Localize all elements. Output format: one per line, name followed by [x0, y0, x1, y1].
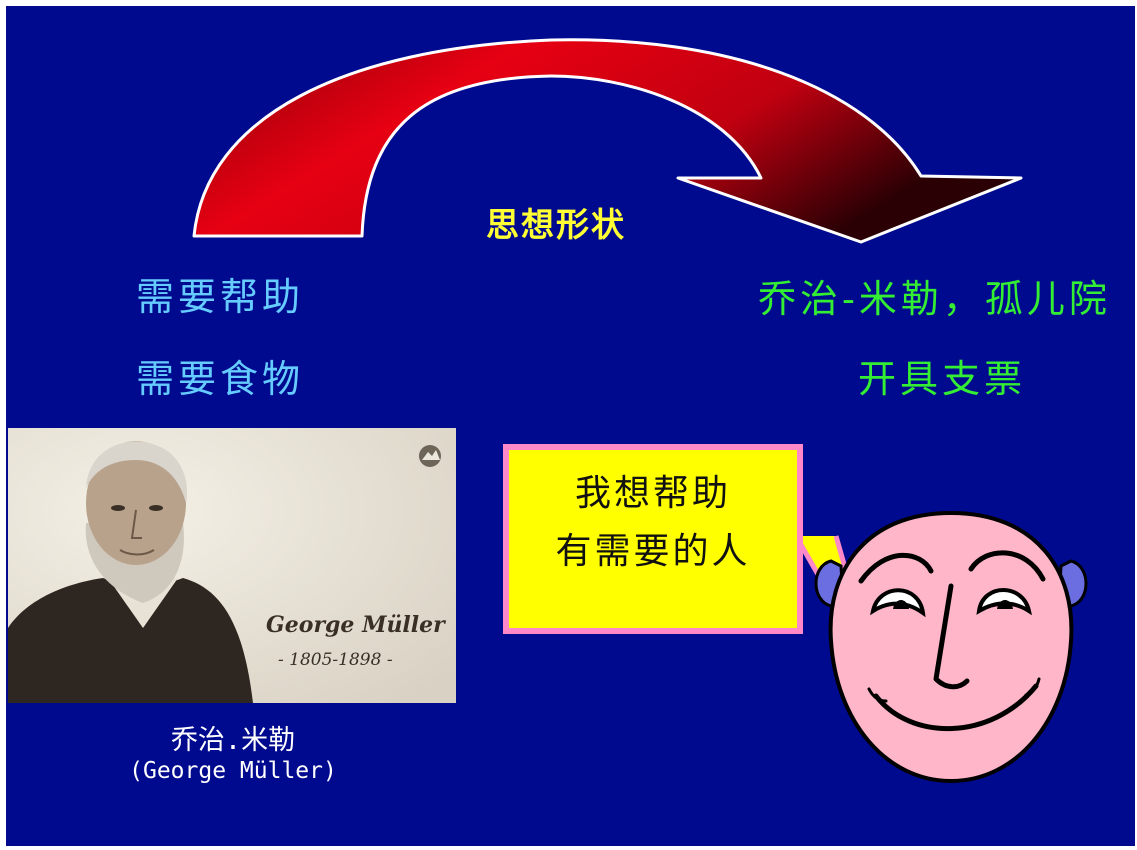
left-text-need-food: 需要食物 [136, 357, 305, 401]
speech-bubble-line1: 我想帮助 [574, 473, 731, 514]
speech-bubble-line2: 有需要的人 [555, 531, 751, 572]
cartoon-face [814, 510, 1088, 784]
portrait-name-script: George Müller [266, 612, 445, 638]
portrait-illustration [8, 428, 456, 703]
center-label: 思想形状 [486, 205, 626, 244]
left-text-need-help: 需要帮助 [136, 275, 305, 319]
portrait-image: George Müller - 1805-1898 - [8, 428, 456, 703]
portrait-caption-english: (George Müller) [129, 758, 337, 784]
portrait-dates: - 1805-1898 - [278, 650, 393, 670]
right-text-muller-orphanage: 乔治-米勒，孤儿院 [758, 277, 1111, 321]
curved-arrow [192, 38, 1023, 244]
portrait-caption-chinese: 乔治.米勒 [170, 725, 296, 756]
right-text-write-check: 开具支票 [858, 357, 1027, 401]
speech-bubble: 我想帮助 有需要的人 [503, 444, 803, 634]
slide: 思想形状 需要帮助 需要食物 乔治-米勒，孤儿院 开具支票 Georg [6, 6, 1135, 846]
